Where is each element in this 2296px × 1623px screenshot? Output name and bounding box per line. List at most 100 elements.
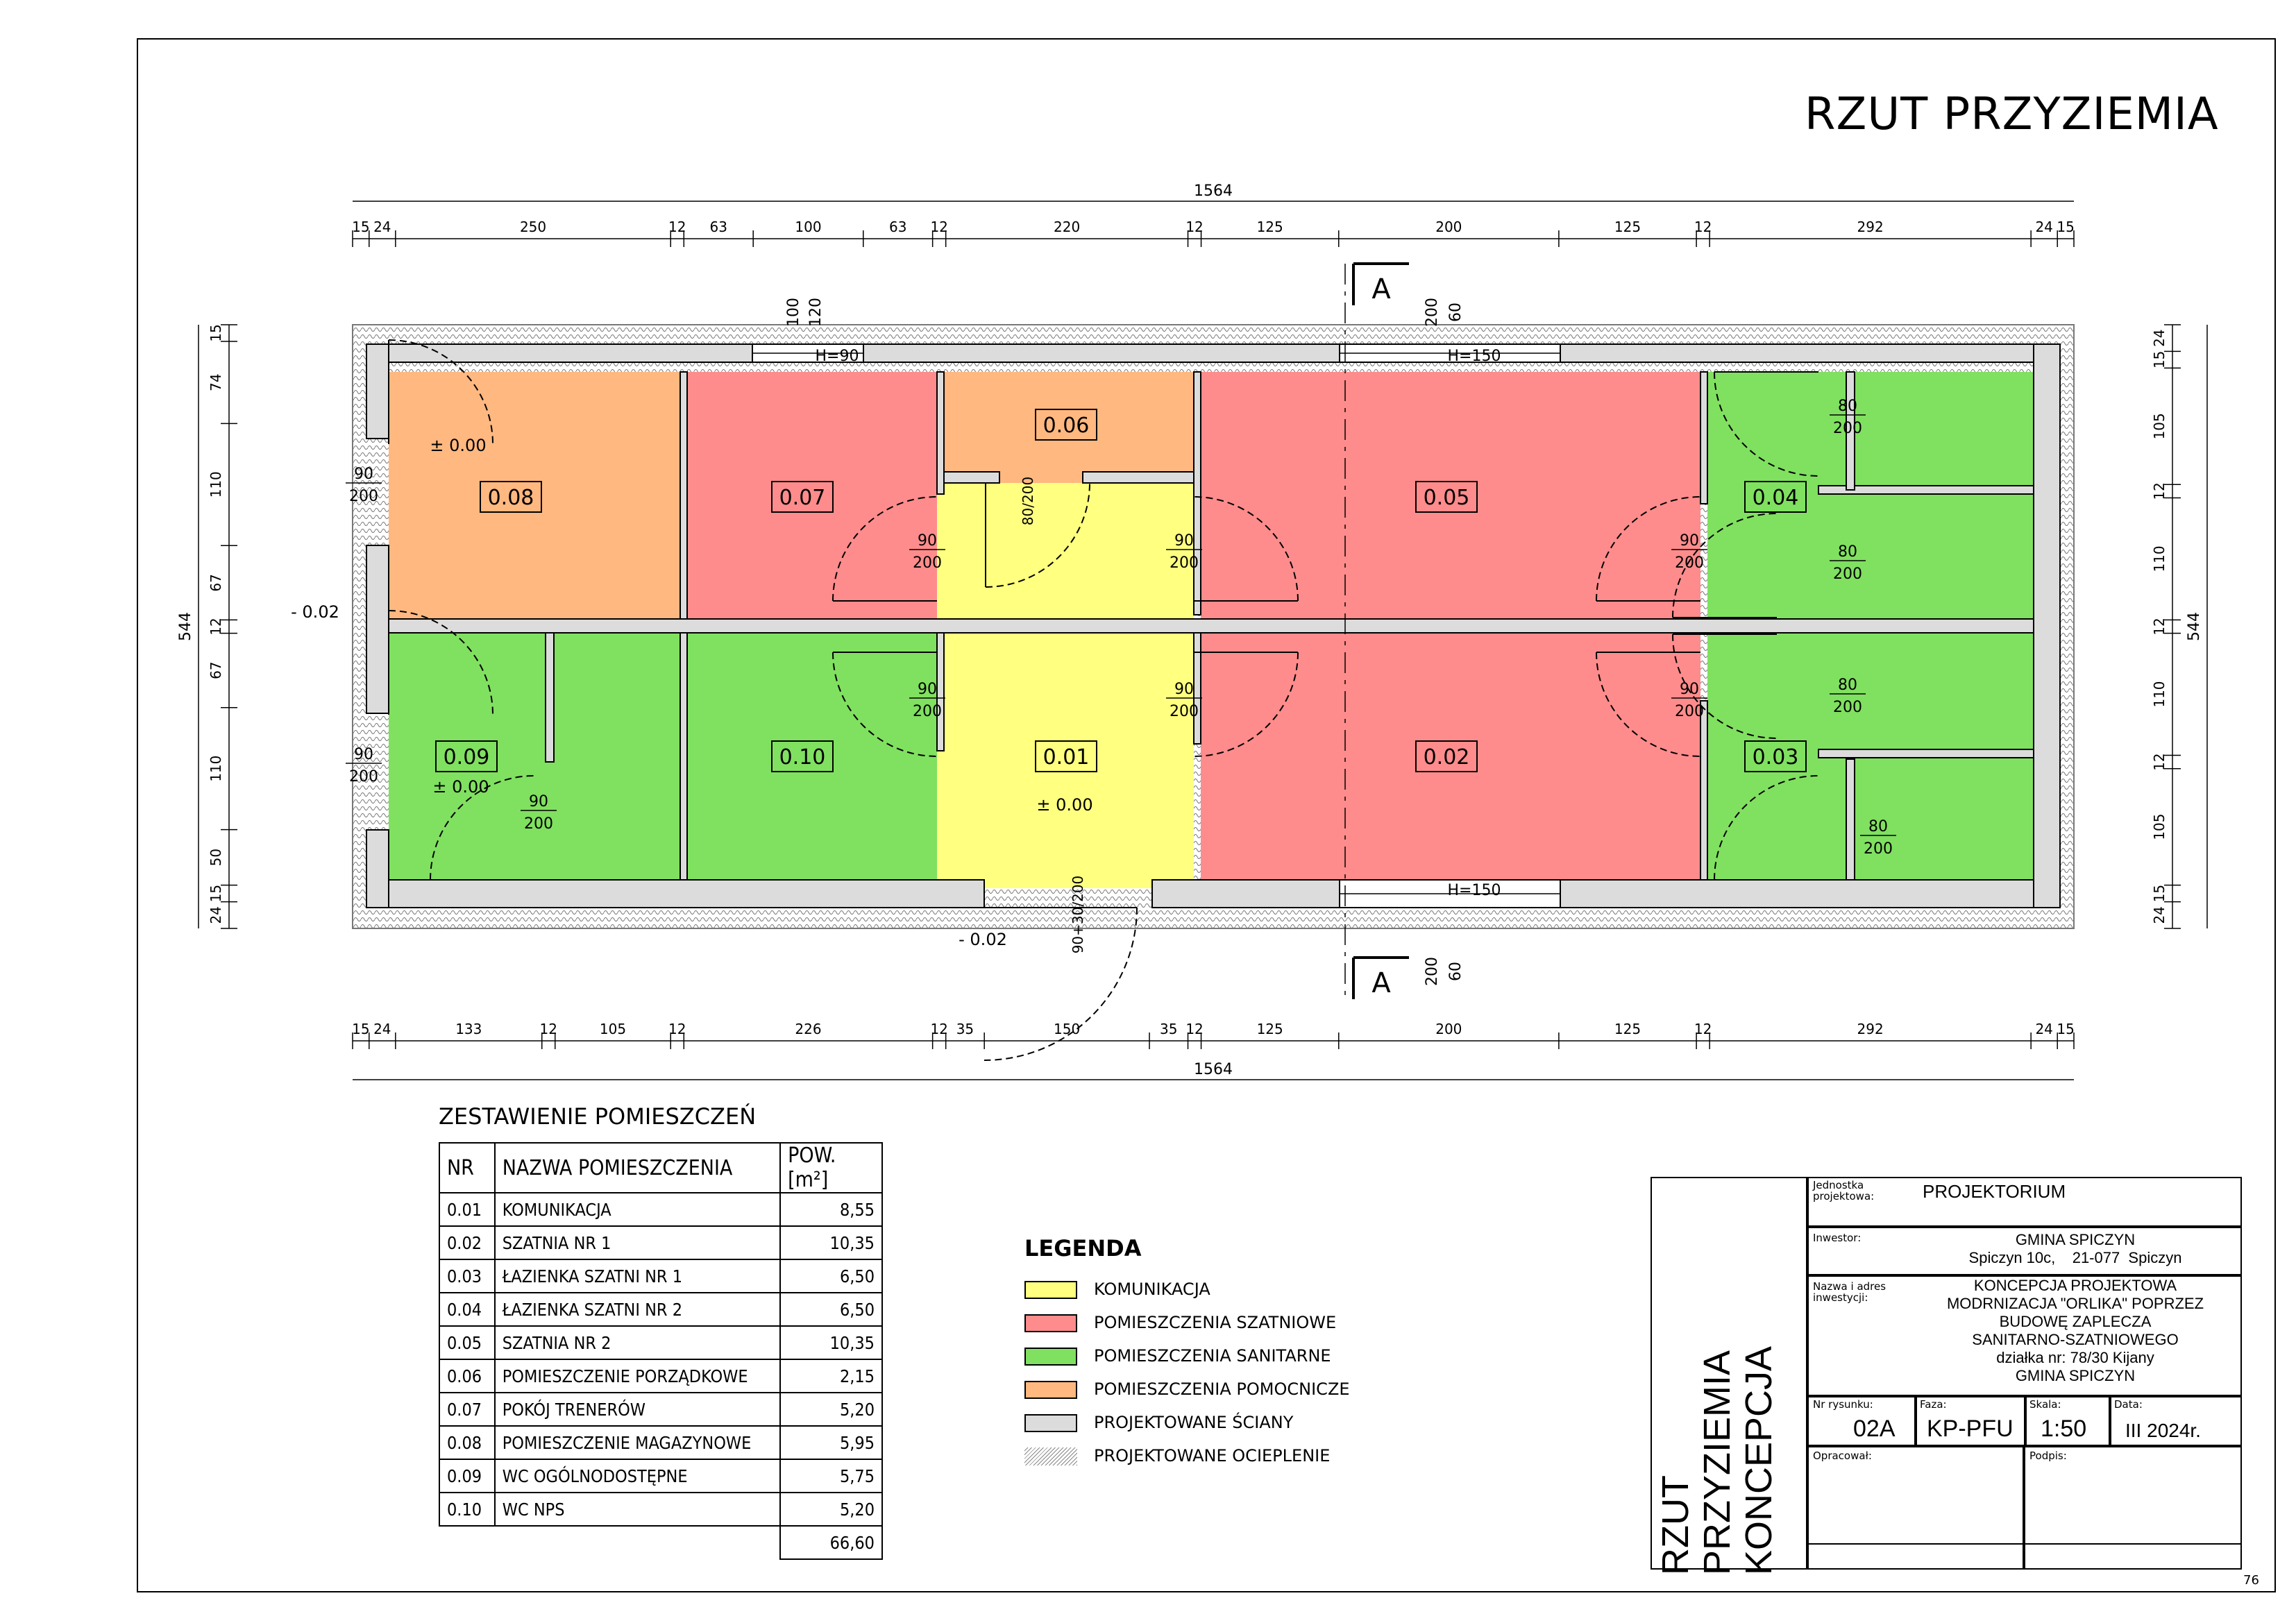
inner-wall xyxy=(1700,700,1708,881)
dimension-overall: 1564 xyxy=(1194,1061,1233,1078)
door-label: 90 xyxy=(918,532,937,550)
dimension-value: 12 xyxy=(668,219,686,235)
inner-wall xyxy=(936,632,945,751)
legend-swatch xyxy=(1024,1381,1077,1399)
outer-wall xyxy=(2033,343,2061,908)
door-swing-0.05b xyxy=(1596,496,1701,602)
door-swing-0.04b xyxy=(1672,513,1778,618)
sheet-frame xyxy=(137,38,2276,1592)
dimension-value: 24 xyxy=(373,1021,391,1037)
dimension-value: 110 xyxy=(2151,681,2168,707)
tb-faza-value: KP-PFU xyxy=(1927,1416,2014,1442)
schedule-cell-name: POMIESZCZENIE PORZĄDKOWE xyxy=(493,1359,782,1393)
dimension-value: 35 xyxy=(956,1021,974,1037)
schedule-cell-name: WC OGÓLNODOSTĘPNE xyxy=(493,1459,782,1493)
schedule-col-area: POW.[m²] xyxy=(779,1142,883,1193)
tb-label-nr: Nr rysunku: xyxy=(1813,1398,1873,1411)
door-swing-0.02 xyxy=(1193,652,1299,757)
dimension-value: 50 xyxy=(208,849,224,866)
door-label: 90 xyxy=(918,681,937,698)
dimension-value: 24 xyxy=(208,906,224,924)
dimension-value: 24 xyxy=(2035,1021,2052,1037)
door-swing-0.02b xyxy=(1596,652,1701,757)
door-swing-entrance xyxy=(984,907,1138,1061)
window-label: 200 xyxy=(1424,957,1441,986)
tb-label-inwestor: Inwestor: xyxy=(1813,1232,1862,1244)
room-tag: 0.06 xyxy=(1043,414,1090,438)
schedule-cell-area: 5,95 xyxy=(779,1425,883,1460)
dimension-value: 12 xyxy=(1185,1021,1203,1037)
door-label: 90 xyxy=(1680,681,1699,698)
schedule-cell-area: 5,75 xyxy=(779,1459,883,1493)
door-label: 200 xyxy=(913,554,942,572)
door-swing-0.10 xyxy=(832,652,938,757)
schedule-cell-nr: 0.06 xyxy=(439,1359,496,1393)
legend-label: POMIESZCZENIA SZATNIOWE xyxy=(1094,1313,1337,1332)
title-block-side xyxy=(1651,1177,1807,1570)
dimension-value: 24 xyxy=(2035,219,2052,235)
dimension-value: 24 xyxy=(2151,329,2168,346)
door-swing-0.06 xyxy=(985,482,1090,588)
tb-data-value: III 2024r. xyxy=(2125,1420,2201,1441)
inner-wall xyxy=(1846,371,1855,491)
inner-wall xyxy=(679,371,688,620)
dimension-value: 105 xyxy=(2151,413,2168,439)
dimension-value: 292 xyxy=(1857,219,1884,235)
dimension-value: 12 xyxy=(2151,618,2168,635)
dimension-value: 15 xyxy=(2057,219,2074,235)
dimension-value: 125 xyxy=(1614,219,1641,235)
dimension-value: 35 xyxy=(1160,1021,1177,1037)
dimension-value: 133 xyxy=(455,1021,482,1037)
room-fill-0.07 xyxy=(686,372,937,619)
tb-inwestor-line2: Spiczyn 10c, 21-077 Spiczyn xyxy=(1968,1249,2182,1266)
level-mark: - 0.02 xyxy=(959,930,1007,949)
window-label: 100 xyxy=(785,298,802,327)
legend-label: PROJEKTOWANE OCIEPLENIE xyxy=(1094,1446,1331,1465)
room-tag: 0.04 xyxy=(1753,486,1799,510)
tb-nazwa-line: działka nr: 78/30 Kijany xyxy=(1996,1349,2154,1366)
door-label: 80 xyxy=(1838,398,1857,415)
room-fill-0.08 xyxy=(389,372,680,619)
schedule-cell-name: KOMUNIKACJA xyxy=(493,1192,782,1227)
schedule-cell-nr: 0.08 xyxy=(439,1425,496,1460)
schedule-cell-nr: 0.07 xyxy=(439,1392,496,1427)
dimension-value: 67 xyxy=(208,574,224,591)
door-swing-0.04a xyxy=(1714,371,1819,477)
room-tag: 0.07 xyxy=(779,486,826,510)
dimension-value: 105 xyxy=(2151,814,2168,840)
dimension-value: 24 xyxy=(373,219,391,235)
door-swing-0.08 xyxy=(388,339,493,445)
schedule-cell-area: 10,35 xyxy=(779,1325,883,1360)
tb-nr-value: 02A xyxy=(1853,1416,1896,1442)
schedule-cell-name: ŁAZIENKA SZATNI NR 2 xyxy=(493,1292,782,1327)
dimension-overall-height: 544 xyxy=(2186,612,2203,641)
schedule-cell-area: 6,50 xyxy=(779,1292,883,1327)
inner-wall xyxy=(1846,758,1855,881)
level-mark: - 0.02 xyxy=(291,602,339,622)
outer-wall xyxy=(366,879,985,908)
room-fill-0.06 xyxy=(944,372,1194,483)
tb-row-nazwa xyxy=(1807,1275,2242,1396)
schedule-cell-area: 6,50 xyxy=(779,1259,883,1293)
door-label: 200 xyxy=(349,768,378,785)
dimension-value: 125 xyxy=(1257,219,1283,235)
outer-wall xyxy=(366,343,389,439)
dimension-value: 12 xyxy=(668,1021,686,1037)
legend-swatch xyxy=(1024,1348,1077,1366)
window-label: H=90 xyxy=(816,348,859,365)
room-fill-0.09 xyxy=(389,633,680,880)
door-swing-0.07 xyxy=(832,496,938,602)
level-mark: ± 0.00 xyxy=(1036,795,1092,815)
door-label: 90 xyxy=(1680,532,1699,550)
dimension-value: 12 xyxy=(208,618,224,635)
room-tag: 0.01 xyxy=(1043,745,1090,770)
dimension-value: 12 xyxy=(1694,1021,1712,1037)
dimension-value: 15 xyxy=(352,1021,369,1037)
dimension-value: 105 xyxy=(600,1021,626,1037)
dimension-value: 15 xyxy=(2151,885,2168,902)
